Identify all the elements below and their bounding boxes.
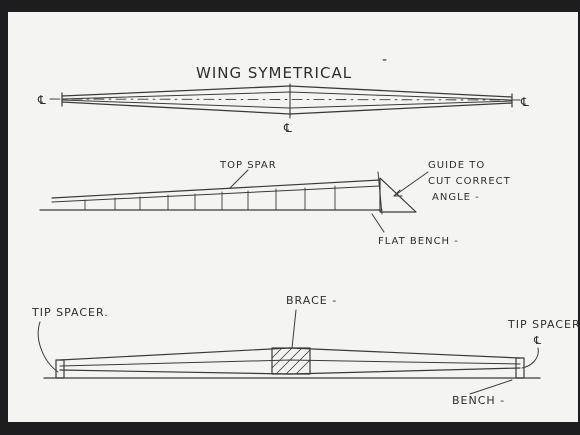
wing-title-dash: - [382, 52, 388, 68]
guide-label-line3: ANGLE - [432, 192, 480, 203]
wing-centerline [49, 98, 521, 101]
centerline-root-mark: ℄ [283, 121, 293, 135]
tip-spacer-left-leader [37, 321, 59, 373]
bench-assembly-drawing: TIP SPACER. BRACE - TIP SPACER ℄ [31, 294, 580, 407]
wing-title: WING SYMETRICAL [196, 64, 352, 82]
wing-symmetrical-drawing: WING SYMETRICAL - ℄ ℄ ℄ [37, 52, 530, 135]
bench-leader [469, 379, 513, 395]
spar-inner-edge [51, 185, 381, 203]
tip-spacer-right-mark: ℄ [533, 334, 542, 347]
centerline-left-mark: ℄ [37, 93, 47, 107]
bench-label: BENCH - [452, 394, 505, 407]
tip-spacer-right-label: TIP SPACER [507, 318, 580, 331]
top-spar-leader [229, 169, 249, 189]
flat-bench-label: FLAT BENCH - [378, 236, 459, 247]
brace-block [271, 347, 311, 375]
brace-label: BRACE - [286, 294, 337, 307]
guide-label-line1: GUIDE TO [428, 160, 485, 171]
brace-hatching [271, 347, 311, 375]
spar-ribs [84, 185, 336, 211]
guide-leader [393, 171, 429, 197]
flat-bench-leader [371, 213, 385, 233]
top-spar-drawing: TOP SPAR GUIDE TO CUT CORRECT AN [39, 160, 511, 247]
cutting-guide-edge [377, 171, 383, 215]
centerline-right-mark: ℄ [520, 95, 530, 109]
tip-spacer-left-label: TIP SPACER. [31, 306, 109, 319]
guide-arrowhead [393, 189, 403, 197]
spar-top-edge [51, 179, 381, 199]
paper [8, 12, 578, 422]
brace-leader [291, 309, 297, 349]
guide-label-line2: CUT CORRECT [428, 176, 511, 187]
top-spar-label: TOP SPAR [219, 160, 277, 171]
